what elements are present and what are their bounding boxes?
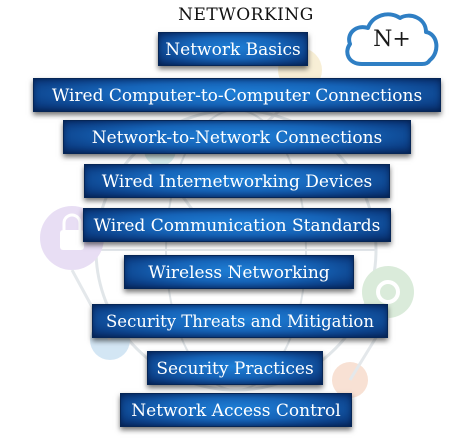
topic-network-to-network-connections[interactable]: Network-to-Network Connections xyxy=(63,120,411,154)
topic-network-basics[interactable]: Network Basics xyxy=(158,32,308,66)
topic-wireless-networking[interactable]: Wireless Networking xyxy=(124,255,354,289)
topic-security-threats-and-mitigation[interactable]: Security Threats and Mitigation xyxy=(92,304,388,338)
network-plus-badge: N+ xyxy=(340,8,444,70)
topic-wired-internetworking-devices[interactable]: Wired Internetworking Devices xyxy=(84,164,390,198)
topic-wired-computer-to-computer-connections[interactable]: Wired Computer-to-Computer Connections xyxy=(33,78,441,112)
topic-network-access-control[interactable]: Network Access Control xyxy=(120,393,352,427)
cloud-icon xyxy=(345,12,439,66)
badge-label: N+ xyxy=(373,27,411,52)
topic-security-practices[interactable]: Security Practices xyxy=(147,351,323,385)
diagram-title: NETWORKING xyxy=(178,5,314,25)
topic-wired-communication-standards[interactable]: Wired Communication Standards xyxy=(83,208,391,242)
